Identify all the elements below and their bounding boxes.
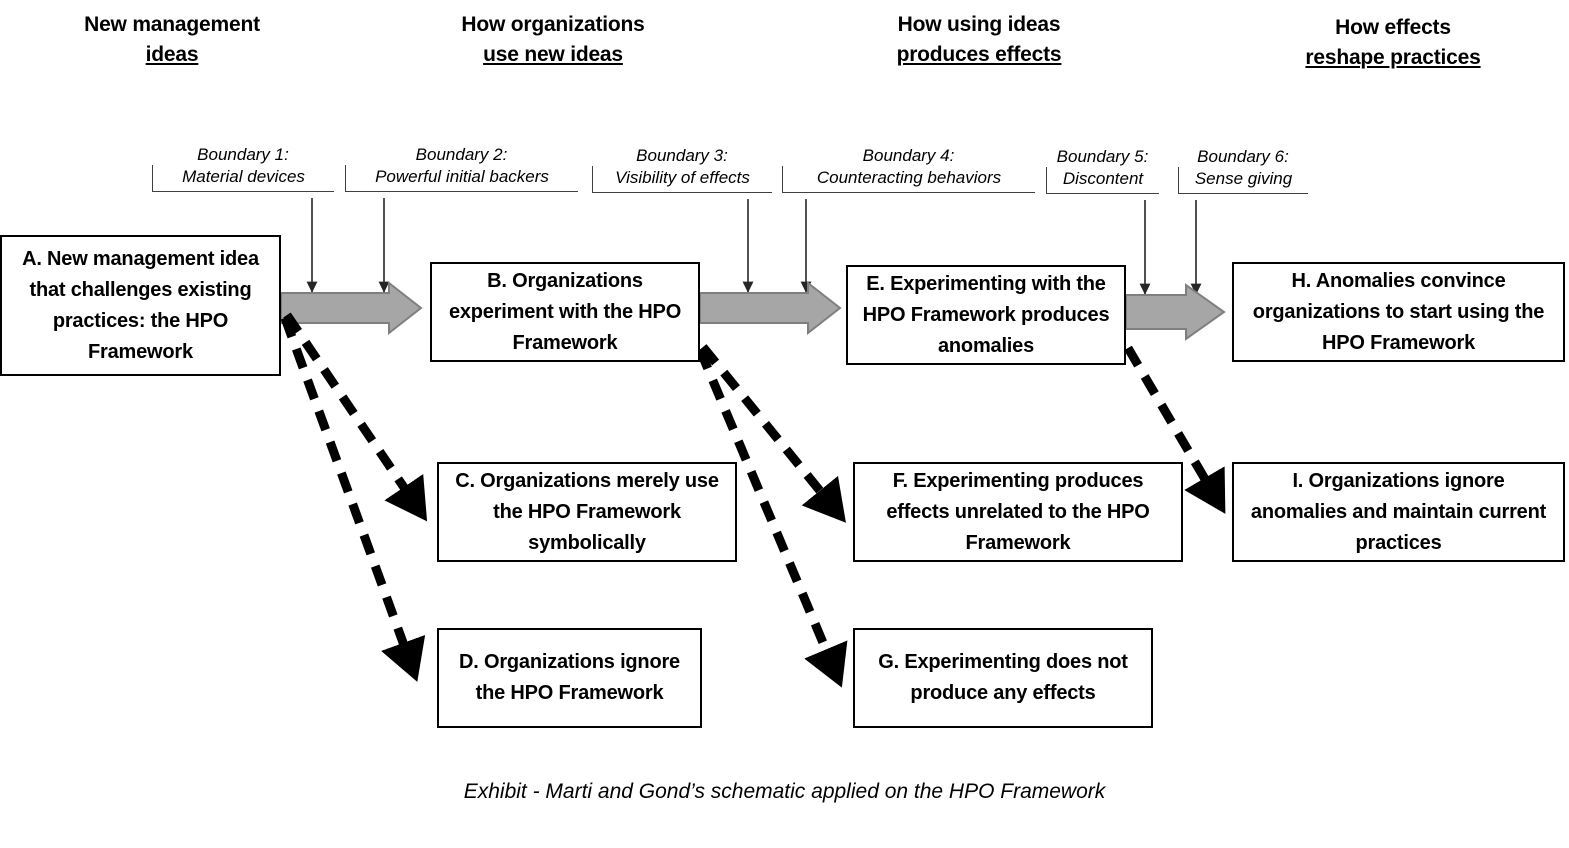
- boundary-3-title: Boundary 3:: [636, 146, 728, 165]
- column-header-line1: New management: [84, 13, 260, 36]
- boundary-1-body: Material devices: [152, 165, 334, 192]
- boundary-6: Boundary 6: Sense giving: [1178, 147, 1308, 194]
- column-header-line2: use new ideas: [483, 43, 623, 66]
- column-header-line1: How using ideas: [897, 13, 1061, 36]
- column-header-new-management-ideas: New management ideas: [47, 10, 297, 70]
- block-arrow-e-to-h: [1125, 283, 1226, 341]
- boundary-1-title: Boundary 1:: [197, 145, 289, 164]
- boundary-5-body: Discontent: [1046, 167, 1159, 194]
- boundary-3: Boundary 3: Visibility of effects: [592, 146, 772, 193]
- boundary-2: Boundary 2: Powerful initial backers: [345, 145, 578, 192]
- exhibit-caption: Exhibit - Marti and Gond’s schematic app…: [463, 780, 1106, 803]
- boundary-6-title: Boundary 6:: [1197, 147, 1289, 166]
- node-box-e[interactable]: E. Experimenting with the HPO Framework …: [846, 265, 1126, 365]
- node-box-i[interactable]: I. Organizations ignore anomalies and ma…: [1232, 462, 1565, 562]
- boundary-4-title: Boundary 4:: [862, 146, 955, 165]
- node-box-f[interactable]: F. Experimenting produces effects unrela…: [853, 462, 1183, 562]
- column-header-how-effects-reshape-practices: How effects reshape practices: [1273, 13, 1513, 73]
- block-arrow-a-to-b: [280, 280, 423, 336]
- boundary-3-body: Visibility of effects: [592, 166, 772, 193]
- node-box-d[interactable]: D. Organizations ignore the HPO Framewor…: [437, 628, 702, 728]
- boundary-2-body: Powerful initial backers: [345, 165, 578, 192]
- node-box-a[interactable]: A. New management idea that challenges e…: [0, 235, 281, 376]
- dashed-arrow-a-to-c: [283, 312, 428, 522]
- boundary-4: Boundary 4: Counteracting behaviors: [782, 146, 1035, 193]
- boundary-2-title: Boundary 2:: [415, 145, 508, 164]
- node-box-c[interactable]: C. Organizations merely use the HPO Fram…: [437, 462, 737, 562]
- column-header-line1: How effects: [1335, 16, 1451, 39]
- column-header-line1: How organizations: [461, 13, 645, 36]
- node-box-h[interactable]: H. Anomalies convince organizations to s…: [1232, 262, 1565, 362]
- column-header-how-using-ideas-produces-effects: How using ideas produces effects: [858, 10, 1100, 70]
- column-header-line2: reshape practices: [1305, 46, 1481, 69]
- dashed-arrow-a-to-d: [280, 316, 426, 682]
- boundary-1: Boundary 1: Material devices: [152, 145, 334, 192]
- boundary-5: Boundary 5: Discontent: [1046, 147, 1159, 194]
- boundary-4-body: Counteracting behaviors: [782, 166, 1035, 193]
- boundary-6-body: Sense giving: [1178, 167, 1308, 194]
- column-header-line2: produces effects: [896, 43, 1062, 66]
- column-header-line2: ideas: [145, 43, 199, 66]
- node-box-b[interactable]: B. Organizations experiment with the HPO…: [430, 262, 700, 362]
- column-header-how-organizations-use-new-ideas: How organizations use new ideas: [425, 10, 681, 70]
- boundary-5-title: Boundary 5:: [1056, 147, 1149, 166]
- block-arrow-b-to-e: [699, 280, 842, 336]
- node-box-g[interactable]: G. Experimenting does not produce any ef…: [853, 628, 1153, 728]
